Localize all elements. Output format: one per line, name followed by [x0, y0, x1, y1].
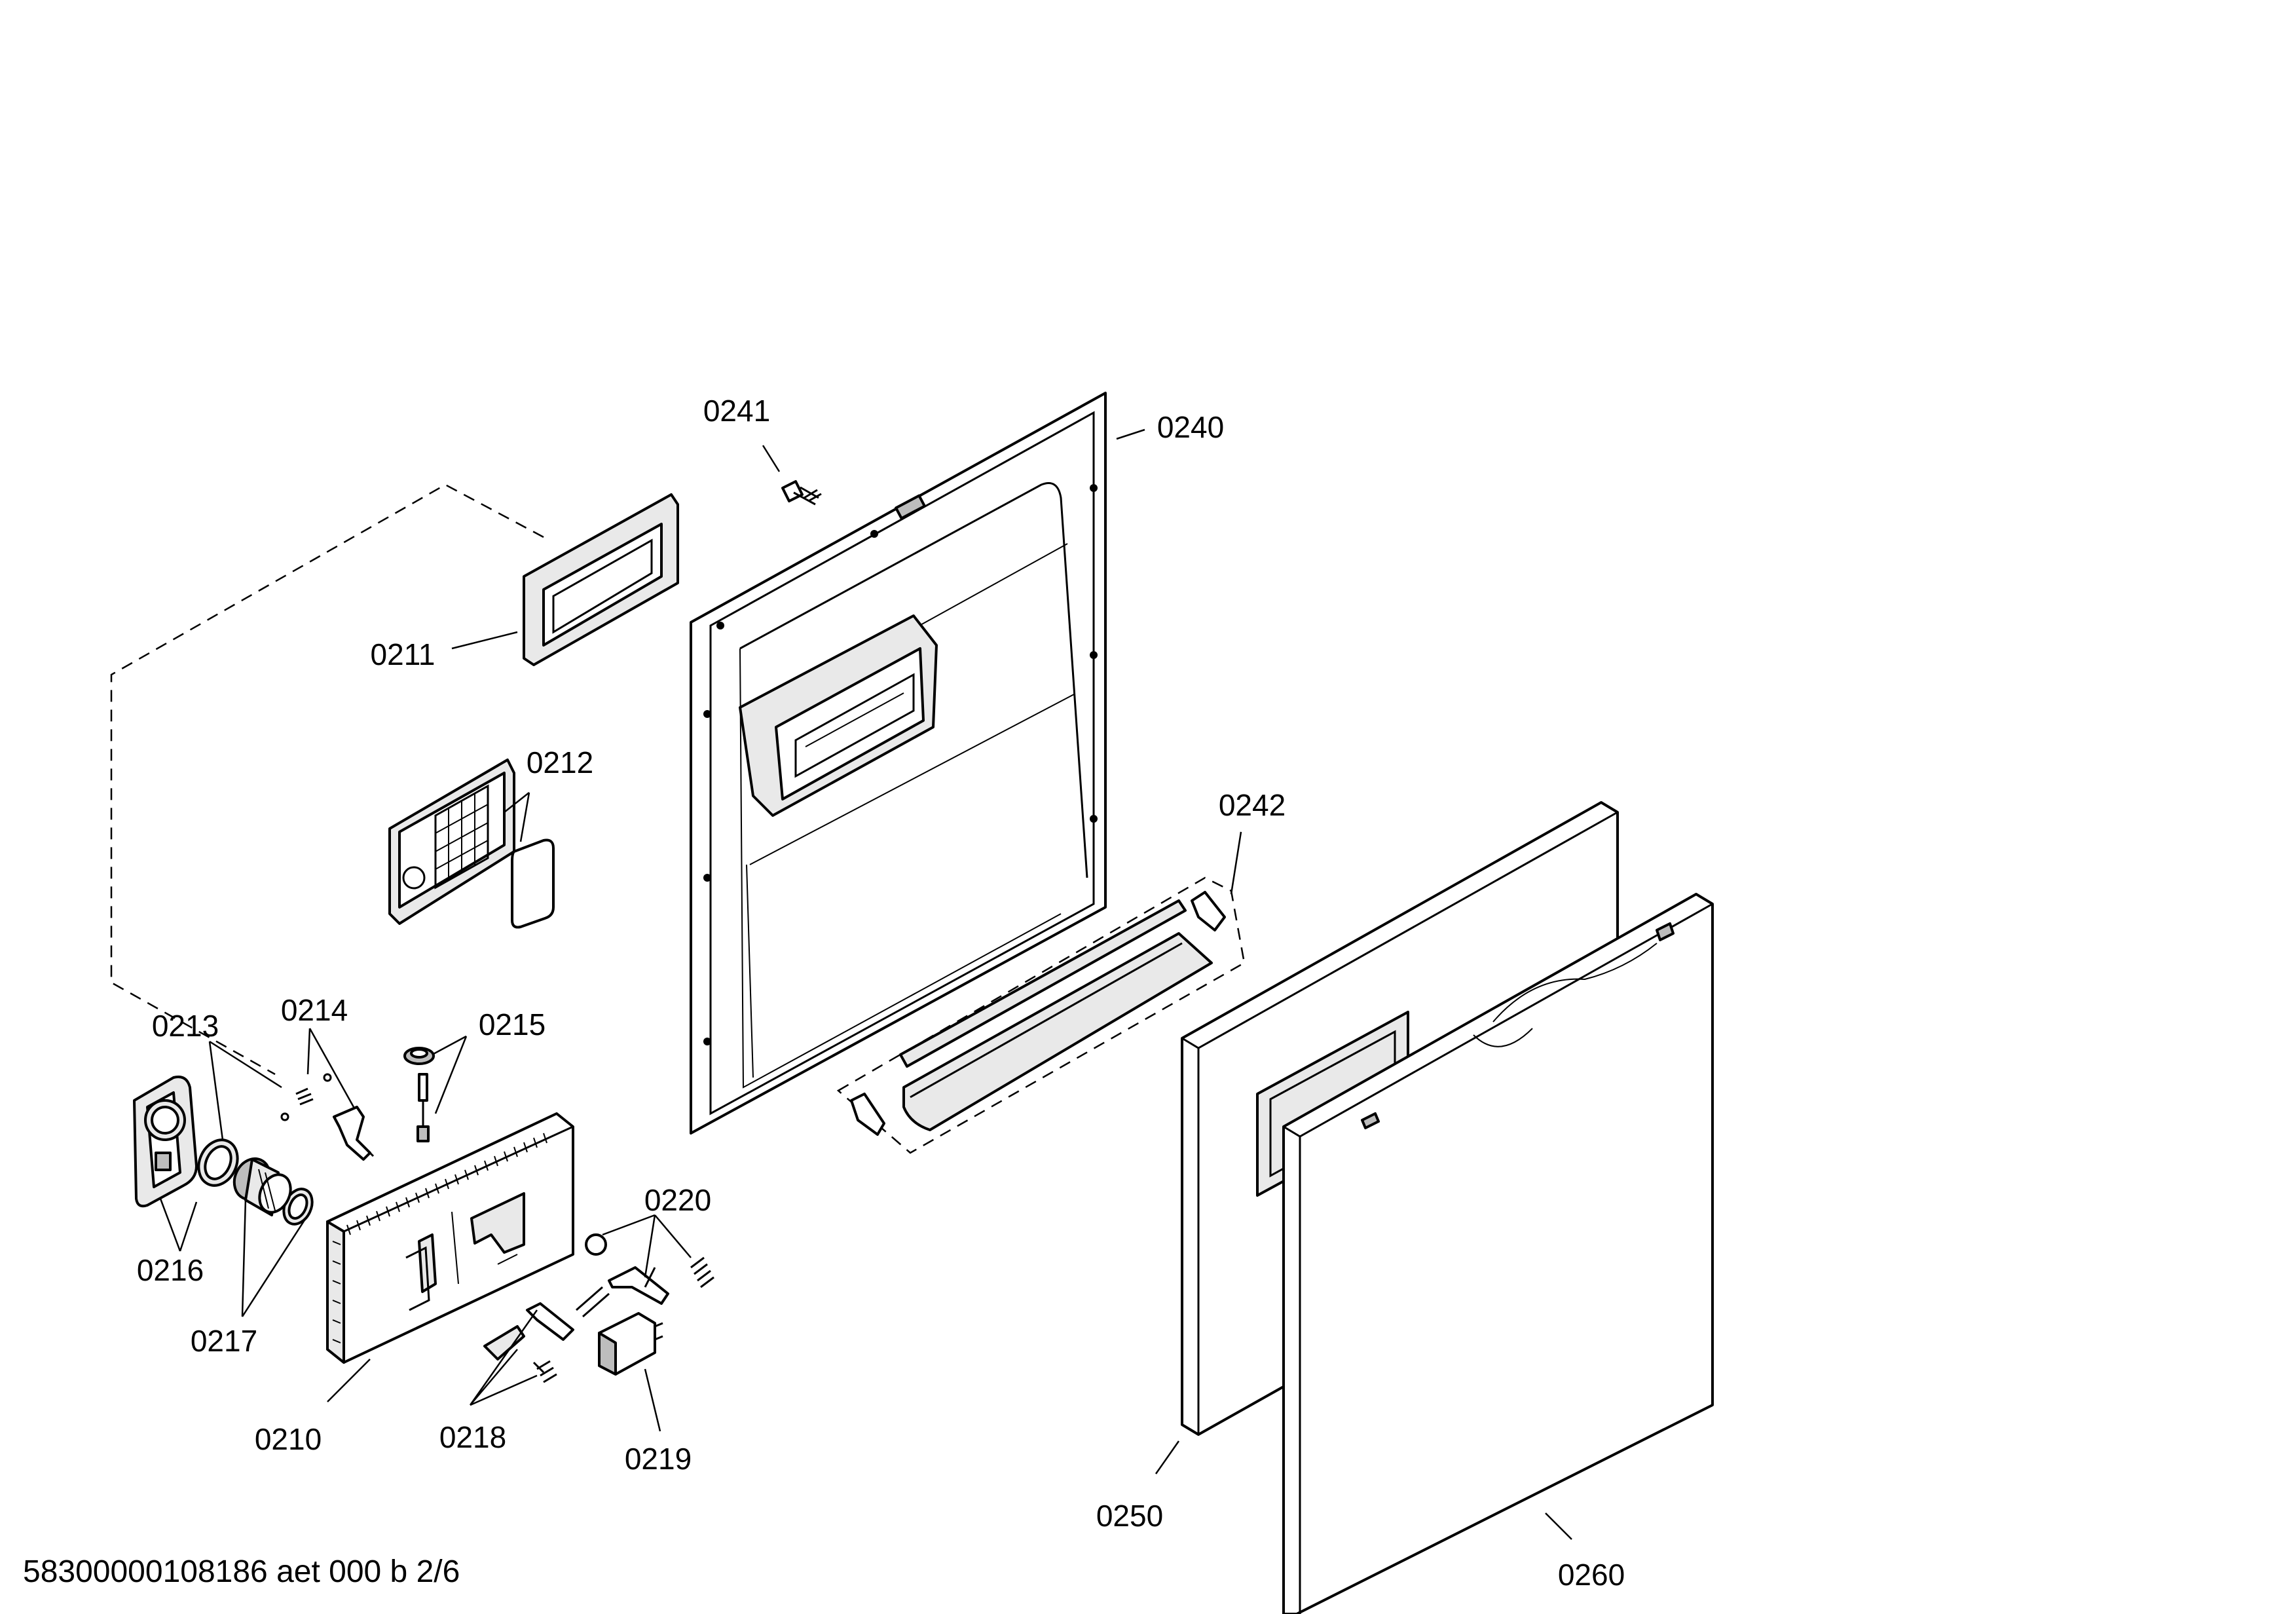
part-0219-switch[interactable] — [598, 1312, 663, 1376]
rail-group-outline — [836, 876, 1246, 1154]
label-0219[interactable]: 0219 — [625, 1442, 692, 1476]
label-0212[interactable]: 0212 — [527, 745, 593, 779]
label-0250[interactable]: 0250 — [1096, 1499, 1163, 1533]
part-0210-dispenser-housing[interactable] — [326, 1112, 574, 1364]
part-0216-knob-housing[interactable] — [133, 1076, 198, 1208]
door-holes — [703, 484, 1098, 1045]
label-0216[interactable]: 0216 — [137, 1253, 204, 1287]
part-0217-seal-rings[interactable] — [191, 1134, 318, 1229]
label-0220[interactable]: 0220 — [644, 1183, 711, 1217]
label-0240[interactable]: 0240 — [1157, 410, 1224, 444]
label-0211[interactable]: 0211 — [371, 637, 435, 671]
part-labels: 0241 0240 0211 0212 0242 0213 0214 0215 … — [137, 394, 1625, 1592]
assembly-group-outline — [110, 483, 544, 1076]
label-0214[interactable]: 0214 — [281, 993, 348, 1027]
part-0214-small-parts[interactable] — [280, 1073, 375, 1161]
label-0217[interactable]: 0217 — [191, 1324, 257, 1358]
label-0241[interactable]: 0241 — [703, 394, 770, 428]
part-0217-knob-cylinder[interactable] — [228, 1153, 297, 1217]
label-0260[interactable]: 0260 — [1558, 1558, 1625, 1592]
part-0220-ball-lever-spring[interactable] — [585, 1233, 714, 1305]
detergent-opening — [739, 614, 938, 817]
footer-document-code: 58300000108186 aet 000 b 2/6 — [23, 1554, 460, 1589]
part-0218-levers[interactable] — [483, 1286, 610, 1383]
part-0211-seal-frame[interactable] — [523, 493, 679, 666]
part-0215-rod[interactable] — [403, 1047, 435, 1142]
part-0212-cover[interactable] — [388, 759, 555, 929]
label-0215[interactable]: 0215 — [479, 1007, 546, 1042]
leader-lines — [159, 428, 1572, 1540]
label-0218[interactable]: 0218 — [439, 1420, 506, 1454]
label-0210[interactable]: 0210 — [255, 1422, 322, 1456]
label-0213[interactable]: 0213 — [152, 1009, 219, 1043]
part-0240-inner-door[interactable] — [690, 392, 1107, 1135]
part-0260-decor-panel[interactable] — [1282, 893, 1714, 1614]
part-0241-screw[interactable] — [781, 480, 822, 506]
part-0242-rails[interactable] — [850, 891, 1226, 1136]
label-0242[interactable]: 0242 — [1219, 788, 1286, 822]
